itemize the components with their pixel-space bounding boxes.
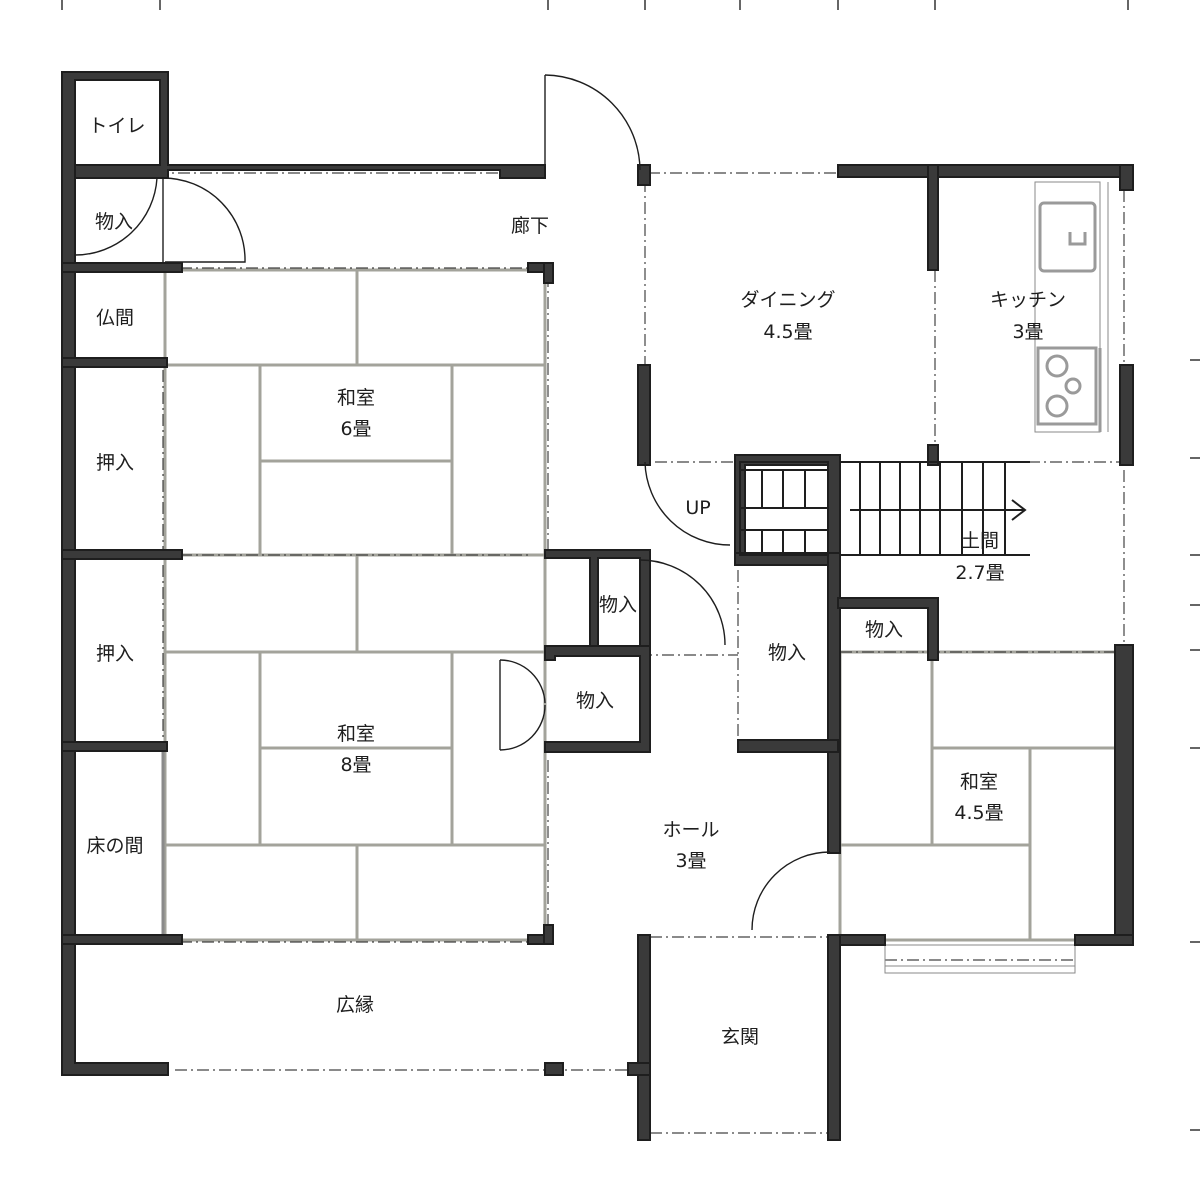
faucet-icon <box>1068 232 1087 246</box>
label-washitsu6-size: 6畳 <box>340 418 371 440</box>
label-stairs-up: UP <box>685 497 710 519</box>
label-hall-size: 3畳 <box>675 850 706 872</box>
stairs <box>739 461 1030 556</box>
frame-ticks <box>61 0 1200 1131</box>
sink-icon <box>1038 201 1097 273</box>
stove-icon <box>1036 346 1098 426</box>
label-doma-name: 土間 <box>961 530 999 552</box>
label-butsuma: 仏間 <box>96 307 134 329</box>
window-sill <box>884 944 1076 974</box>
label-washitsu45-size: 4.5畳 <box>954 802 1003 824</box>
room-labels: トイレ 物入 廊下 仏間 押入 押入 床の間 和室 6畳 和室 8畳 広縁 ダイ… <box>86 115 1066 1048</box>
label-storage-mid-left: 物入 <box>599 594 637 616</box>
label-doma-size: 2.7畳 <box>955 562 1004 584</box>
burner-3 <box>1045 394 1069 418</box>
label-corridor: 廊下 <box>511 215 549 237</box>
burner-2 <box>1064 377 1082 395</box>
label-washitsu6-name: 和室 <box>337 387 375 409</box>
label-kitchen-size: 3畳 <box>1012 321 1043 343</box>
label-hiroen: 広縁 <box>336 994 374 1016</box>
label-storage-right: 物入 <box>865 619 903 641</box>
kitchen-counter <box>1034 181 1109 433</box>
label-washitsu8-name: 和室 <box>337 723 375 745</box>
label-storage-top: 物入 <box>95 211 133 233</box>
tatami-8 <box>163 553 547 942</box>
label-storage-mid-small: 物入 <box>576 690 614 712</box>
stair-arrow-icon <box>850 499 1027 521</box>
label-washitsu45-name: 和室 <box>960 771 998 793</box>
burner-1 <box>1045 354 1069 378</box>
label-tokonoma: 床の間 <box>86 835 143 857</box>
label-oshiire-2: 押入 <box>96 643 134 665</box>
label-oshiire-1: 押入 <box>96 452 134 474</box>
label-hall-name: ホール <box>662 819 719 841</box>
walls <box>61 71 1134 1141</box>
tatami-6 <box>163 268 547 557</box>
label-kitchen-name: キッチン <box>990 289 1066 311</box>
label-genkan: 玄関 <box>721 1026 759 1048</box>
label-dining-name: ダイニング <box>740 289 835 311</box>
label-toilet: トイレ <box>88 115 145 137</box>
partition-lines <box>68 172 1125 1134</box>
label-dining-size: 4.5畳 <box>763 321 812 343</box>
label-storage-hall: 物入 <box>768 642 806 664</box>
label-washitsu8-size: 8畳 <box>340 754 371 776</box>
tatami-4-5 <box>838 650 1122 942</box>
doors <box>74 74 831 931</box>
